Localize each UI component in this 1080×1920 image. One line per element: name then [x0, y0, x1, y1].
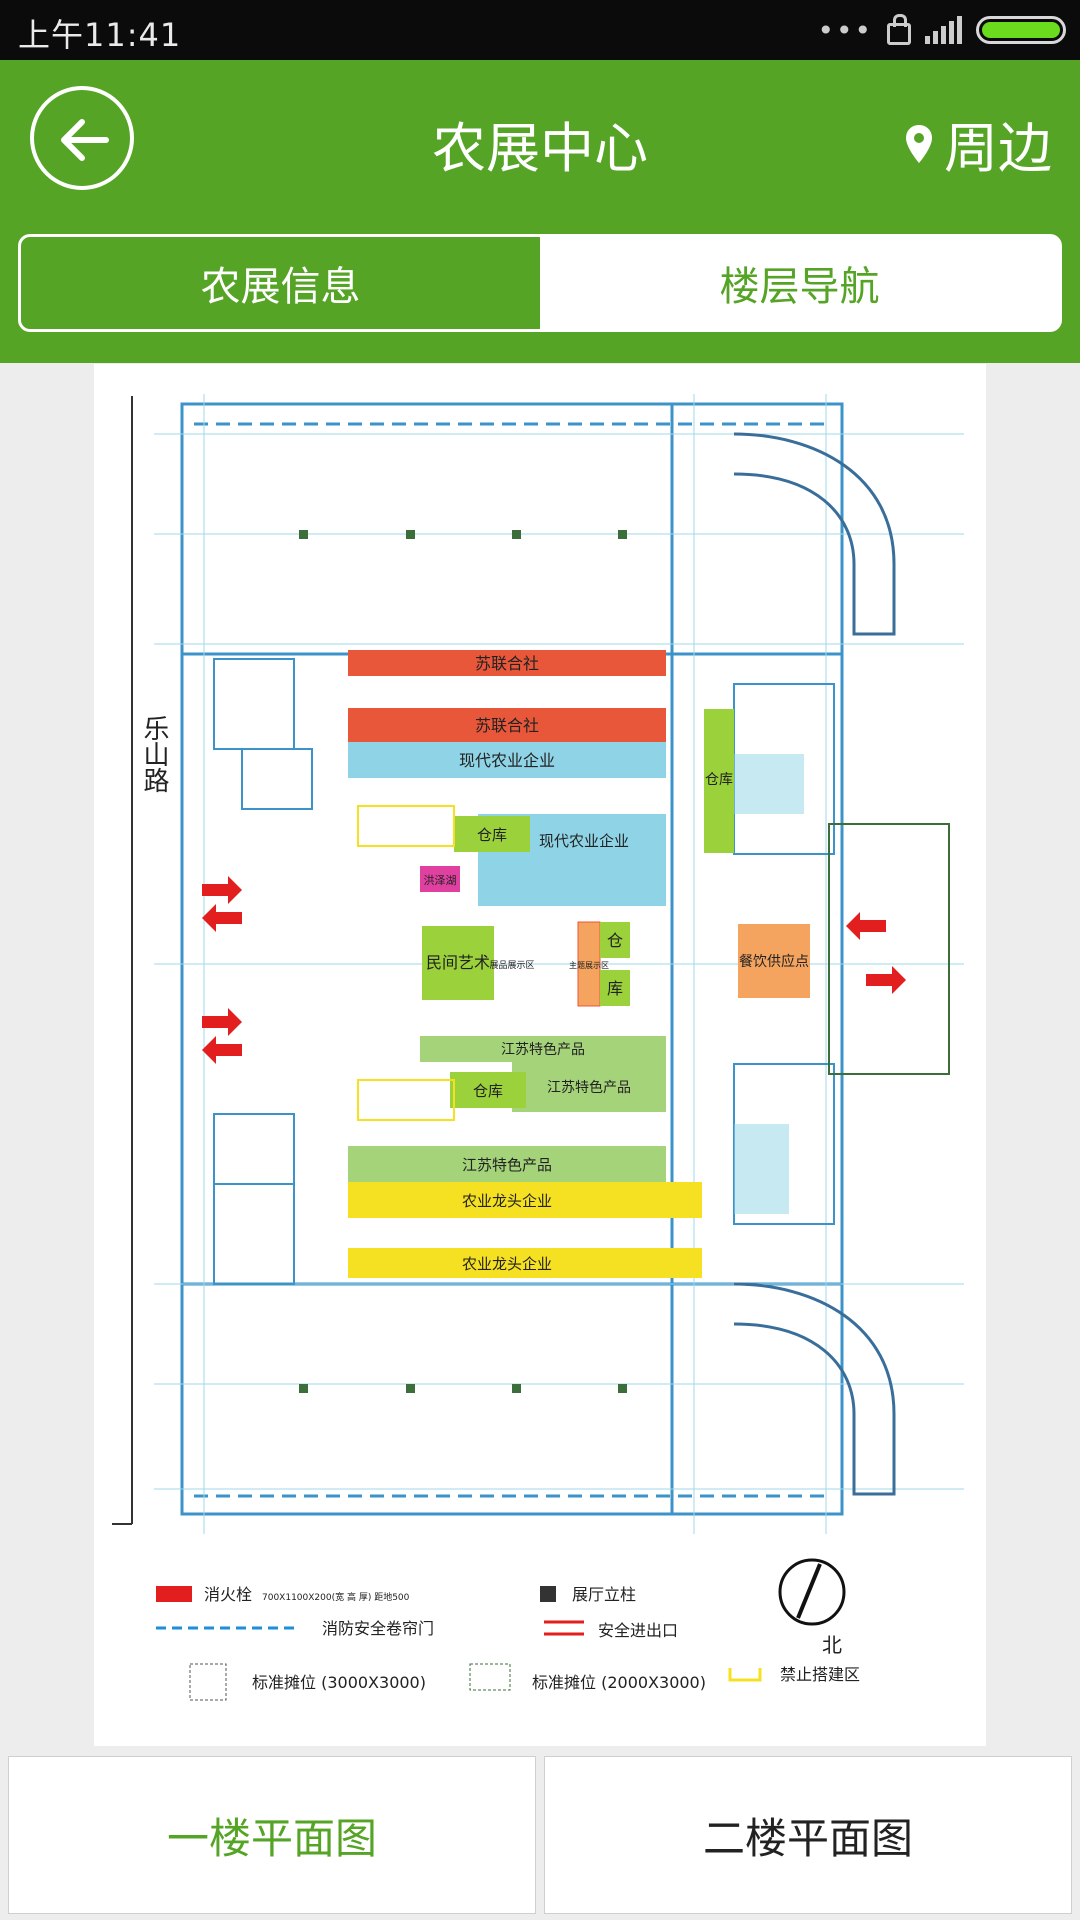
legend-exit: 安全进出口 [598, 1621, 678, 1640]
lock-icon [887, 14, 911, 45]
map-pin-icon [906, 124, 932, 163]
nearby-button[interactable]: 周边 [904, 104, 1052, 183]
legend-std-booth-2: 标准摊位 (2000X3000) [532, 1673, 706, 1692]
floor-selector: 一楼平面图 二楼平面图 [0, 1756, 1080, 1920]
status-icons: ••• [817, 12, 1066, 48]
status-bar: 上午11:41 ••• [0, 0, 1080, 60]
pillars [299, 530, 627, 1393]
booth-label: 农业龙头企业 [462, 1255, 552, 1273]
floor-plan-panel: 乐山路 [94, 364, 986, 1746]
north-compass-icon [778, 1558, 846, 1626]
battery-icon [976, 16, 1066, 44]
legend: 消火栓 700X1100X200(宽 高 厚) 距地500 展厅立柱 消防安全卷… [156, 1558, 860, 1701]
booth-label: 江苏特色产品 [462, 1156, 552, 1174]
booth-label: 民间艺术 [426, 953, 490, 972]
floor-plan-map[interactable]: 乐山路 [94, 364, 986, 1746]
legend-std-booth-1: 标准摊位 (3000X3000) [252, 1673, 426, 1692]
legend-hydrant: 消火栓 [204, 1585, 252, 1604]
legend-north: 北 [822, 1633, 842, 1657]
floor-1-button[interactable]: 一楼平面图 [8, 1756, 536, 1914]
more-dots-icon: ••• [817, 13, 873, 47]
booth-label: 仓库 [477, 826, 507, 844]
booth-label: 库 [607, 979, 623, 998]
nearby-label: 周边 [944, 117, 1052, 180]
road-label: 乐山路 [139, 715, 169, 793]
legend-pillar: 展厅立柱 [572, 1585, 636, 1604]
booth-label: 餐饮供应点 [739, 953, 809, 970]
booth-label: 洪泽湖 [424, 873, 457, 887]
status-time: 上午11:41 [18, 16, 182, 54]
legend-no-build: 禁止搭建区 [780, 1665, 860, 1684]
booth-label: 仓库 [473, 1082, 503, 1100]
tab-floor-navigation[interactable]: 楼层导航 [540, 237, 1059, 329]
booth-label: 仓 [607, 931, 623, 950]
floor-2-button[interactable]: 二楼平面图 [544, 1756, 1072, 1914]
booth-label: 苏联合社 [475, 716, 539, 735]
legend-hydrant-spec: 700X1100X200(宽 高 厚) 距地500 [262, 1591, 410, 1603]
booth-label: 江苏特色产品 [501, 1041, 585, 1058]
app-bar: 农展中心 周边 农展信息 楼层导航 [0, 60, 1080, 363]
legend-curtain: 消防安全卷帘门 [322, 1619, 434, 1638]
booth-label: 现代农业企业 [539, 832, 629, 850]
back-button[interactable] [30, 86, 134, 190]
booth-label: 农业龙头企业 [462, 1192, 552, 1210]
booth-label: 江苏特色产品 [547, 1079, 631, 1096]
booth-label: 仓库 [705, 772, 733, 788]
booth-label: 主题展示区 [569, 960, 609, 970]
segmented-tabs: 农展信息 楼层导航 [18, 234, 1062, 332]
tab-nongzhan-info[interactable]: 农展信息 [21, 237, 540, 329]
booth-label: 展品展示区 [489, 960, 534, 971]
signal-icon [925, 16, 962, 44]
arrow-left-icon [61, 119, 109, 161]
page-title: 农展中心 [432, 117, 648, 180]
booths: 苏联合社 苏联合社 现代农业企业 现代农业企业 仓库 洪泽湖 民间艺术 展品展示… [348, 650, 810, 1278]
booth-label: 现代农业企业 [459, 751, 555, 770]
booth-label: 苏联合社 [475, 654, 539, 673]
